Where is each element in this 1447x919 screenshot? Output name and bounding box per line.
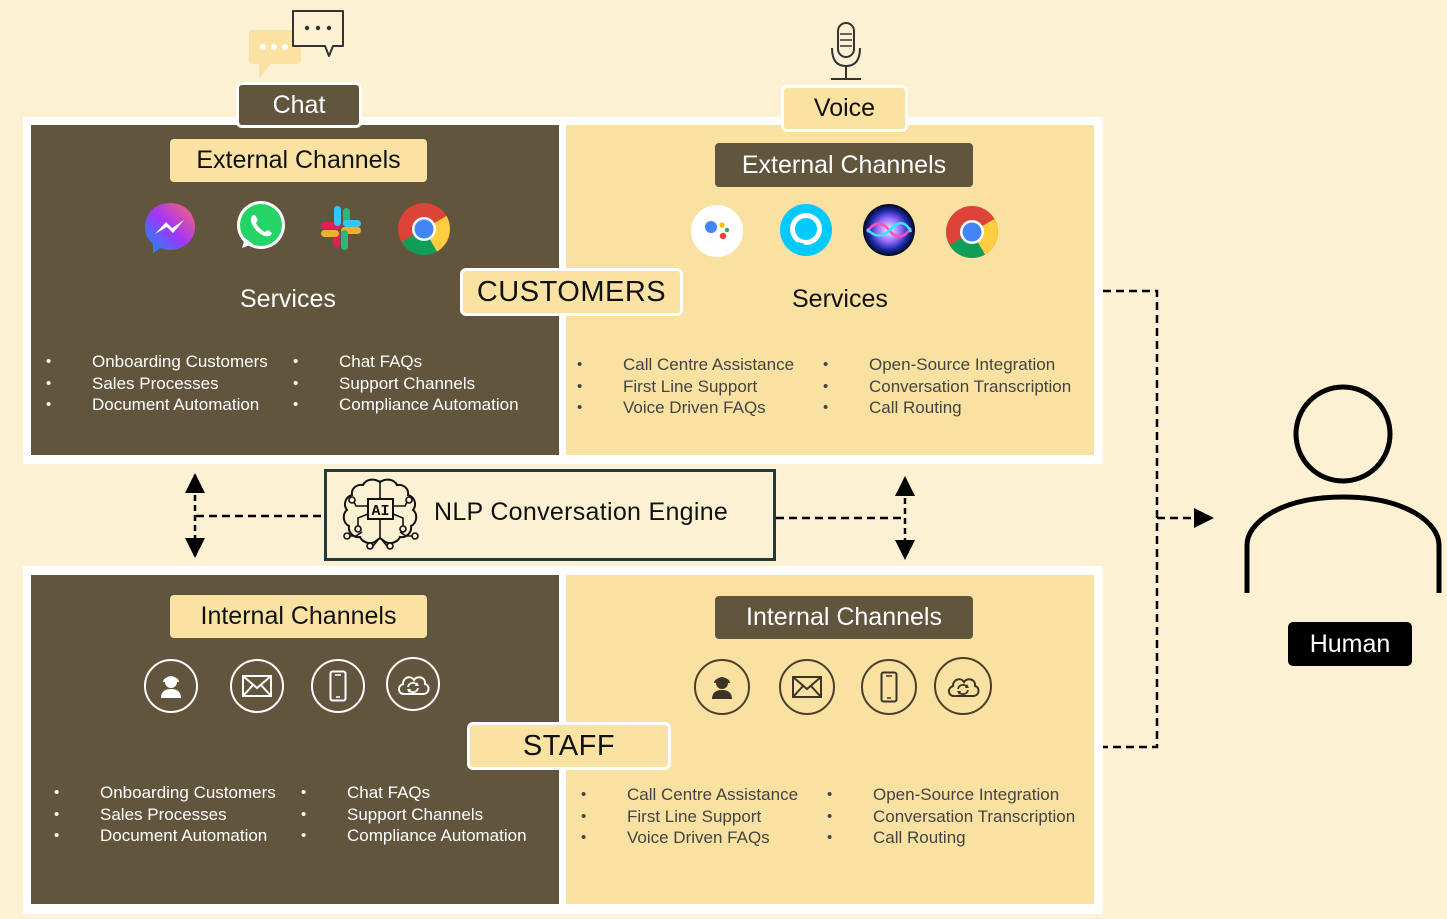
list-item: Open-Source Integration [827,784,1075,806]
voice-external-services-col2: Open-Source Integration Conversation Tra… [823,354,1071,419]
microphone-icon [831,22,861,80]
human-label: Human [1288,622,1412,666]
voice-external-channels-header: External Channels [715,143,973,187]
chat-external-channels-header: External Channels [170,139,427,182]
list-item: Conversation Transcription [823,376,1071,398]
list-item: First Line Support [581,806,798,828]
chat-external-services-col2: Chat FAQs Support Channels Compliance Au… [293,351,519,416]
staff-label: STAFF [467,722,671,770]
messenger-icon [145,203,195,253]
email-icon [779,659,835,715]
voice-internal-services-col2: Open-Source Integration Conversation Tra… [827,784,1075,849]
voice-external-services-col1: Call Centre Assistance First Line Suppor… [577,354,794,419]
list-item: Conversation Transcription [827,806,1075,828]
voice-internal-services-col1: Call Centre Assistance First Line Suppor… [581,784,798,849]
mobile-phone-icon [311,659,365,713]
list-item: Onboarding Customers [46,351,268,373]
list-item: Voice Driven FAQs [581,827,798,849]
list-item: Support Channels [293,373,519,395]
alexa-icon [780,204,832,256]
customers-label: CUSTOMERS [460,268,683,316]
chat-tab: Chat [236,82,362,128]
chat-internal-services-col2: Chat FAQs Support Channels Compliance Au… [301,782,527,847]
list-item: Compliance Automation [301,825,527,847]
list-item: Compliance Automation [293,394,519,416]
siri-icon [863,204,915,256]
chat-bubbles-icon [249,10,344,78]
voice-external-services-title: Services [792,285,888,313]
list-item: Chat FAQs [293,351,519,373]
voice-tab: Voice [781,85,908,132]
list-item: Open-Source Integration [823,354,1071,376]
list-item: Call Centre Assistance [581,784,798,806]
list-item: Voice Driven FAQs [577,397,794,419]
list-item: Call Routing [823,397,1071,419]
list-item: Call Routing [827,827,1075,849]
chrome-icon [946,206,998,258]
list-item: Sales Processes [46,373,268,395]
list-item: First Line Support [577,376,794,398]
support-agent-icon [694,659,750,715]
list-item: Document Automation [46,394,268,416]
cloud-sync-icon [386,657,440,711]
nlp-engine-label: NLP Conversation Engine [434,498,729,526]
mobile-phone-icon [861,659,917,715]
whatsapp-icon [237,201,285,249]
email-icon [230,659,284,713]
slack-icon [321,206,361,250]
google-assistant-icon [691,205,743,257]
list-item: Document Automation [54,825,276,847]
cloud-sync-icon [934,657,992,715]
ai-icon-text: AI [371,503,389,520]
support-agent-icon [144,659,198,713]
list-item: Support Channels [301,804,527,826]
voice-internal-channels-header: Internal Channels [715,596,973,639]
list-item: Chat FAQs [301,782,527,804]
chat-external-services-col1: Onboarding Customers Sales Processes Doc… [46,351,268,416]
chat-internal-channels-header: Internal Channels [170,595,427,638]
ai-brain-icon: AI [342,478,419,550]
person-icon [1244,384,1442,593]
list-item: Sales Processes [54,804,276,826]
list-item: Onboarding Customers [54,782,276,804]
chrome-icon [398,203,450,255]
chat-internal-services-col1: Onboarding Customers Sales Processes Doc… [54,782,276,847]
chat-external-services-title: Services [240,285,336,313]
list-item: Call Centre Assistance [577,354,794,376]
